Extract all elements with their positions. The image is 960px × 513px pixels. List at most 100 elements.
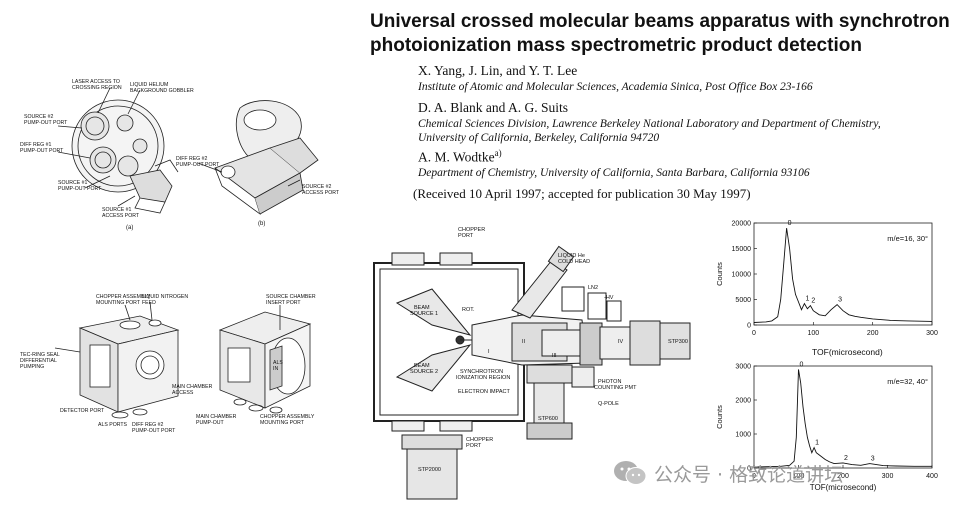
- svg-text:SOURCE CHAMBER: SOURCE CHAMBER: [266, 294, 316, 300]
- svg-text:LN2: LN2: [588, 285, 598, 291]
- svg-text:PUMP-OUT: PUMP-OUT: [196, 420, 224, 426]
- svg-text:II: II: [522, 339, 526, 345]
- svg-text:MAIN CHAMBER: MAIN CHAMBER: [196, 414, 237, 420]
- apparatus-drawing-top: LASER ACCESS TO CROSSING REGION LIQUID H…: [20, 79, 340, 231]
- svg-text:COUNTING PMT: COUNTING PMT: [594, 385, 637, 391]
- svg-text:LIQUID NITROGEN: LIQUID NITROGEN: [142, 294, 188, 300]
- peak-label: 0: [788, 220, 792, 227]
- svg-text:PHOTON: PHOTON: [598, 379, 621, 385]
- svg-text:ELECTRON IMPACT: ELECTRON IMPACT: [458, 389, 510, 395]
- peak-label: 3: [838, 297, 842, 304]
- tof-chart-top-xlabel: TOF(microsecond): [812, 347, 883, 357]
- y-tick-label: 10000: [732, 272, 752, 279]
- svg-text:PORT: PORT: [458, 233, 474, 239]
- x-tick-label: 100: [807, 330, 819, 337]
- svg-text:ALS: ALS: [273, 360, 283, 366]
- data-series-line: [753, 369, 932, 468]
- svg-text:PORT: PORT: [466, 443, 482, 449]
- x-tick-label: 400: [926, 473, 938, 480]
- svg-text:III: III: [552, 353, 557, 359]
- y-tick-label: 1000: [735, 432, 751, 439]
- svg-text:SOURCE #2: SOURCE #2: [24, 114, 54, 120]
- received-date: (Received 10 April 1997; accepted for pu…: [413, 186, 751, 201]
- svg-text:TEC-RING SEAL: TEC-RING SEAL: [20, 352, 60, 358]
- svg-text:SOURCE 1: SOURCE 1: [410, 311, 438, 317]
- y-tick-label: 20000: [732, 221, 752, 228]
- affiliation-1: Institute of Atomic and Molecular Scienc…: [418, 81, 813, 93]
- author-group-2: D. A. Blank and A. G. Suits: [418, 100, 569, 115]
- svg-text:DIFFERENTIAL: DIFFERENTIAL: [20, 358, 57, 364]
- x-tick-label: 300: [926, 330, 938, 337]
- svg-text:PUMP-OUT PORT: PUMP-OUT PORT: [176, 162, 220, 168]
- svg-text:PUMP-OUT PORT: PUMP-OUT PORT: [132, 428, 176, 434]
- svg-text:LIQUID HELIUM: LIQUID HELIUM: [130, 82, 168, 88]
- svg-text:BEAM: BEAM: [414, 305, 430, 311]
- y-tick-label: 15000: [732, 246, 752, 253]
- chart-annotation: m/e=16, 30°: [887, 234, 928, 243]
- author-group-1: X. Yang, J. Lin, and Y. T. Lee: [418, 63, 578, 78]
- svg-text:ACCESS PORT: ACCESS PORT: [302, 190, 340, 196]
- x-tick-label: 200: [837, 473, 849, 480]
- svg-text:SYNCHROTRON: SYNCHROTRON: [460, 369, 503, 375]
- affiliation-3: Department of Chemistry, University of C…: [418, 167, 810, 179]
- svg-text:ROT.: ROT.: [462, 307, 475, 313]
- svg-text:SOURCE #1: SOURCE #1: [102, 207, 132, 213]
- x-axis-label: TOF(microsecond): [810, 483, 877, 492]
- svg-text:DIFF REG #2: DIFF REG #2: [132, 422, 164, 428]
- svg-text:CHOPPER: CHOPPER: [466, 437, 493, 443]
- y-tick-label: 3000: [735, 364, 751, 371]
- svg-text:ACCESS: ACCESS: [172, 390, 194, 396]
- apparatus-drawing-bottom: CHOPPER ASSEMBLY MOUNTING PORT LIQUID NI…: [20, 294, 316, 434]
- svg-text:CHOPPER: CHOPPER: [458, 227, 485, 233]
- x-tick-label: 300: [882, 473, 894, 480]
- y-tick-label: 5000: [735, 297, 751, 304]
- x-tick-label: 200: [867, 330, 879, 337]
- svg-text:-HV: -HV: [604, 295, 614, 301]
- watermark-text: 公众号 · 格致论道讲坛: [654, 463, 844, 486]
- x-tick-label: 0: [752, 473, 756, 480]
- x-tick-label: 100: [793, 473, 805, 480]
- y-tick-label: 0: [747, 466, 751, 473]
- svg-text:DETECTOR PORT: DETECTOR PORT: [60, 408, 105, 414]
- svg-text:LASER ACCESS TO: LASER ACCESS TO: [72, 79, 120, 85]
- author-group-3: A. M. Wodtkea): [418, 148, 502, 165]
- svg-text:BEAM: BEAM: [414, 363, 430, 369]
- svg-text:I: I: [488, 349, 490, 355]
- svg-text:PUMP-OUT PORT: PUMP-OUT PORT: [24, 120, 68, 126]
- y-tick-label: 0: [747, 323, 751, 330]
- svg-text:PUMPING: PUMPING: [20, 364, 44, 370]
- svg-text:PUMP-OUT PORT: PUMP-OUT PORT: [20, 148, 64, 154]
- affiliation-2: Chemical Sciences Division, Lawrence Ber…: [418, 118, 881, 144]
- svg-text:IV: IV: [618, 339, 624, 345]
- svg-text:STP300: STP300: [668, 339, 688, 345]
- svg-text:IONIZATION REGION: IONIZATION REGION: [456, 375, 510, 381]
- svg-text:SOURCE #1: SOURCE #1: [58, 180, 88, 186]
- svg-text:ACCESS PORT: ACCESS PORT: [102, 213, 140, 219]
- svg-text:STP2000: STP2000: [418, 467, 441, 473]
- apparatus-schematic: CHOPPER PORT LIQUID He COLD HEAD LN2 -HV…: [373, 227, 691, 500]
- svg-text:DIFF REG #1: DIFF REG #1: [20, 142, 52, 148]
- svg-text:SOURCE 2: SOURCE 2: [410, 369, 438, 375]
- chart-annotation: m/e=32, 40°: [887, 377, 928, 386]
- svg-text:MOUNTING PORT: MOUNTING PORT: [260, 420, 305, 426]
- peak-label: 3: [871, 456, 875, 463]
- wechat-icon: [614, 461, 647, 485]
- svg-text:IN: IN: [273, 366, 278, 372]
- peak-label: 1: [815, 440, 819, 447]
- svg-text:(b): (b): [258, 221, 265, 227]
- peak-label: 2: [844, 455, 848, 462]
- peak-label: 1: [805, 296, 809, 303]
- svg-text:Q-POLE: Q-POLE: [598, 401, 619, 407]
- svg-text:CHOPPER ASSEMBLY: CHOPPER ASSEMBLY: [96, 294, 151, 300]
- paper-title-line1: Universal crossed molecular beams appara…: [370, 11, 950, 32]
- y-axis-label: Counts: [715, 262, 724, 286]
- svg-text:DIFF REG #2: DIFF REG #2: [176, 156, 208, 162]
- svg-text:ALS PORTS: ALS PORTS: [98, 422, 128, 428]
- svg-text:FEED: FEED: [142, 300, 156, 306]
- svg-text:STP600: STP600: [538, 416, 558, 422]
- y-axis-label: Counts: [715, 405, 724, 429]
- svg-text:(a): (a): [126, 225, 133, 231]
- svg-text:COLD HEAD: COLD HEAD: [558, 259, 590, 265]
